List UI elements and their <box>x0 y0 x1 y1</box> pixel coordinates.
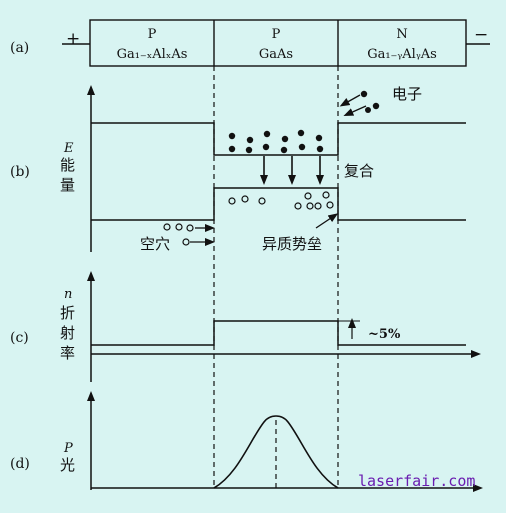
hole-dot <box>182 238 190 246</box>
electron-dot <box>262 143 270 151</box>
index-step-label: ~5% <box>368 327 401 342</box>
hole-label: 空穴 <box>140 235 170 253</box>
electron-dot <box>298 143 306 151</box>
watermark: laserfair.com <box>358 472 475 490</box>
hole-dot <box>304 192 312 200</box>
hole-dot <box>314 202 322 210</box>
electron-dot <box>365 107 371 113</box>
index-profile <box>91 320 466 346</box>
electron-dot <box>372 102 380 110</box>
electron-label: 电子 <box>392 85 422 103</box>
hole-dot <box>163 223 171 231</box>
panel-d-label: (d) <box>10 456 30 472</box>
index-axis-symbol: n <box>64 287 72 302</box>
electron-arrow <box>339 94 361 107</box>
electron-dot <box>281 135 289 143</box>
hole-dot <box>241 195 249 203</box>
plus-terminal: + <box>66 29 80 49</box>
layer-1-material: Ga₁₋ₓAlₓAs <box>117 47 188 62</box>
optical-field-profile <box>213 415 339 489</box>
electron-dot <box>246 136 254 144</box>
panel-d: (d) P 光 <box>10 391 483 492</box>
panel-c-label: (c) <box>10 330 29 346</box>
confined-electrons <box>228 129 324 154</box>
energy-axis-title-1: 能 <box>60 156 75 174</box>
hole-dot <box>258 197 266 205</box>
recombination-label: 复合 <box>344 162 374 180</box>
injected-electrons <box>339 90 380 117</box>
conduction-band <box>91 122 466 156</box>
minus-terminal: − <box>474 25 488 45</box>
layer-2-material: GaAs <box>259 47 293 62</box>
hole-dot <box>326 201 334 209</box>
electron-dot <box>315 134 323 142</box>
panel-b-label: (b) <box>10 164 30 180</box>
power-axis-symbol: P <box>63 441 73 456</box>
barrier-label: 异质势垒 <box>262 235 322 253</box>
hole-dot <box>186 224 194 232</box>
electron-dot <box>360 90 368 98</box>
confined-holes <box>228 191 334 210</box>
layer-stack-box <box>89 19 467 67</box>
layer-2-type: P <box>272 27 281 42</box>
hole-dot <box>175 223 183 231</box>
dashed-guides <box>213 66 339 488</box>
hole-dot <box>294 202 302 210</box>
electron-dot <box>316 145 324 153</box>
electron-arrow <box>343 105 367 117</box>
hole-dot <box>306 202 314 210</box>
panel-a: (a) + − P Ga₁₋ₓAlₓAs P GaAs N Ga₁₋ᵧAlᵧAs <box>10 19 490 67</box>
energy-axis-title-2: 量 <box>60 176 75 194</box>
index-axis-title-1: 折 <box>60 304 75 322</box>
valence-band <box>91 187 466 221</box>
hole-dot <box>228 197 236 205</box>
panel-a-label: (a) <box>10 40 29 56</box>
layer-1-type: P <box>148 27 157 42</box>
electron-dot <box>263 130 271 138</box>
hole-dot <box>322 191 330 199</box>
electron-dot <box>228 132 236 140</box>
recombination-arrows <box>260 156 324 185</box>
index-axis-title-2: 射 <box>60 324 75 342</box>
panel-b: (b) E 能 量 <box>10 85 466 253</box>
barrier-pointer <box>315 213 339 229</box>
electron-dot <box>228 145 236 153</box>
electron-dot <box>297 129 305 137</box>
panel-c: (c) n 折 射 率 ~5% <box>10 271 481 382</box>
power-axis-title-1: 光 <box>60 456 75 474</box>
injected-holes <box>163 223 194 246</box>
index-axis-title-3: 率 <box>60 344 75 362</box>
energy-axis-symbol: E <box>63 141 74 156</box>
electron-dot <box>245 146 253 154</box>
electron-dot <box>280 146 288 154</box>
layer-3-type: N <box>396 27 407 42</box>
layer-3-material: Ga₁₋ᵧAlᵧAs <box>367 47 437 62</box>
